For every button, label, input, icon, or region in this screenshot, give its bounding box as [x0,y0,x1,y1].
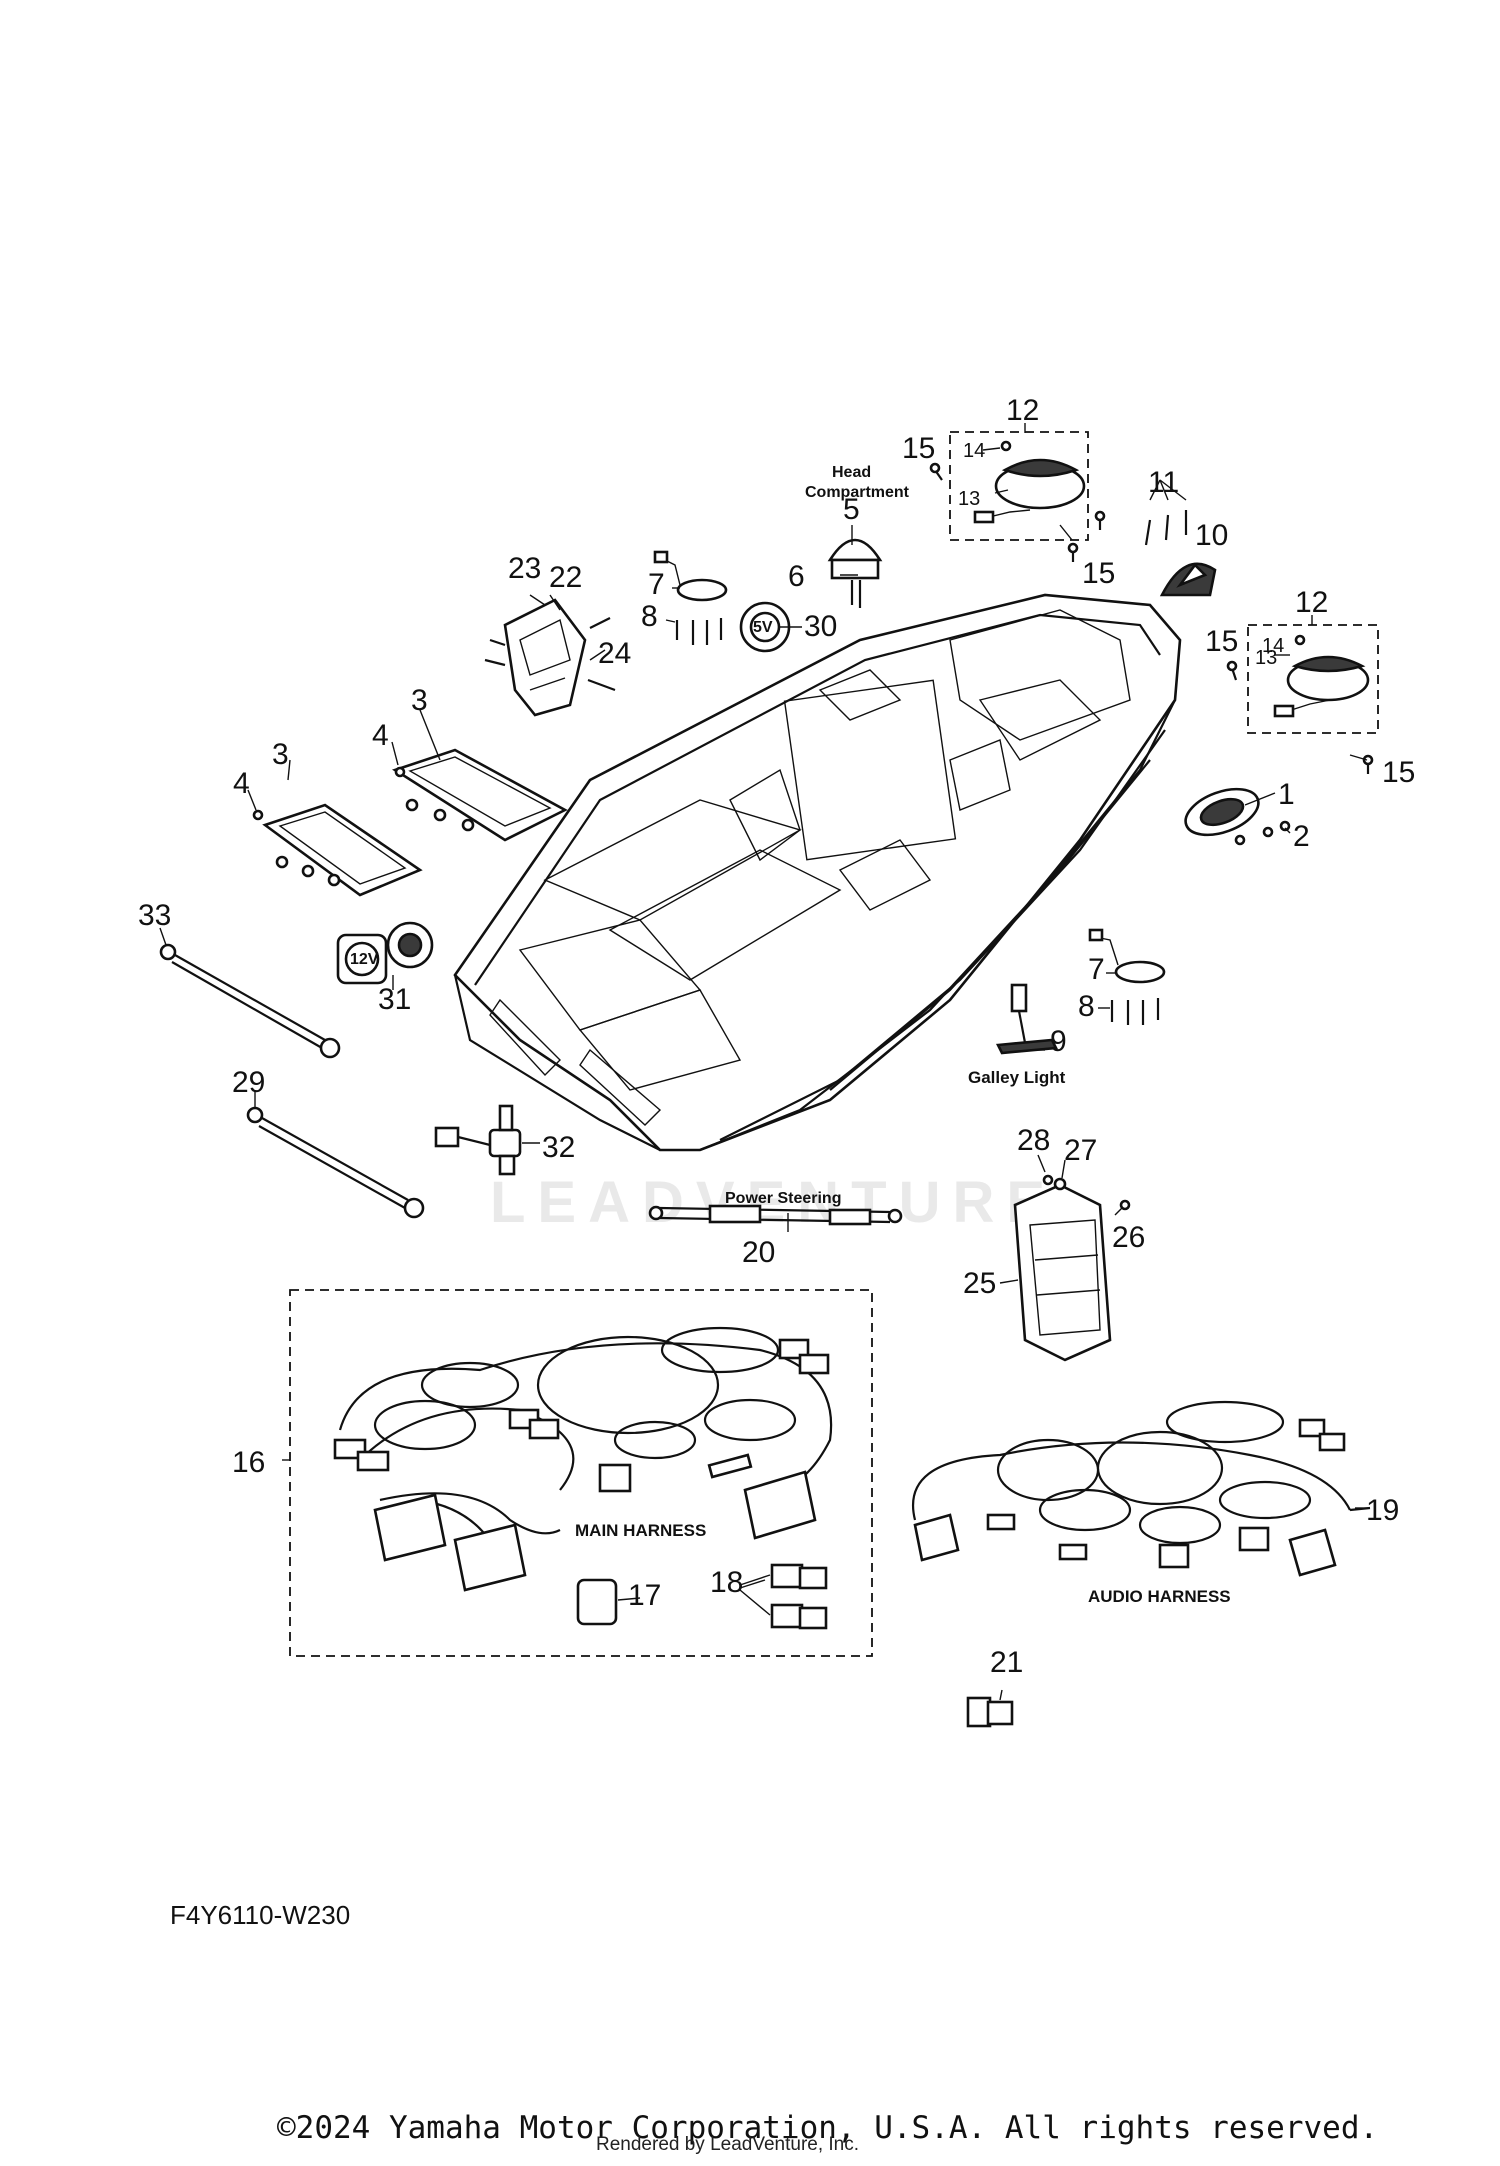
callout-4-left: 4 [233,767,250,800]
callout-4-right: 4 [372,719,389,752]
leader-lines [159,423,1370,1701]
callout-2: 2 [1293,820,1310,853]
callout-24: 24 [598,637,631,670]
diagram-reference-code: F4Y6110-W230 [170,1900,351,1930]
callout-15-right-left: 15 [1205,625,1238,658]
audio-harness-label: AUDIO HARNESS [1088,1587,1231,1606]
callout-29: 29 [232,1066,265,1099]
callout-33: 33 [138,899,171,932]
callout-16: 16 [232,1446,265,1479]
callout-19: 19 [1366,1494,1399,1527]
callout-32: 32 [542,1131,575,1164]
callout-30: 30 [804,610,837,643]
callout-5: 5 [843,493,860,526]
courtesy-light-bottom [1088,928,1166,984]
callout-15-right-right: 15 [1382,756,1415,789]
callout-15-top-right: 15 [1082,557,1115,590]
callout-3-right: 3 [411,684,428,717]
main-harness-kit-box [289,1289,873,1657]
main-harness: MAIN HARNESS [333,1326,833,1630]
callout-31: 31 [378,983,411,1016]
courtesy-light-top [653,550,728,602]
callout-numbers: 1 2 3 3 4 4 5 6 7 7 8 8 9 10 11 12 12 13… [138,394,1415,1679]
power-steering-caption: Power Steering [725,1190,841,1207]
callout-3-left: 3 [272,738,289,771]
callout-17: 17 [628,1579,661,1612]
connector-21 [966,1696,1014,1728]
callout-14-right: 14 [1262,635,1284,657]
callout-28: 28 [1017,1124,1050,1157]
callout-13-top: 13 [958,488,980,510]
sensor-32 [434,1104,522,1176]
switch-panel-22 [484,598,616,717]
dome-light-kit-box-top [949,431,1089,541]
callout-27: 27 [1064,1134,1097,1167]
callout-9: 9 [1050,1025,1067,1058]
callout-13-right: 13 [1255,647,1277,669]
screw-icons-8-bottom [1110,998,1160,1025]
connector-18a [770,1563,804,1589]
dome-light-right [1273,634,1370,718]
callout-26: 26 [1112,1221,1145,1254]
rendered-by-notice: Rendered by LeadVenture, Inc. [596,2134,860,2155]
galley-light [995,983,1059,1055]
callout-25: 25 [963,1267,996,1300]
callout-6: 6 [788,560,805,593]
callout-8-top: 8 [641,600,658,633]
speaker-1 [1184,787,1260,837]
callout-8-bottom: 8 [1078,990,1095,1023]
callout-12-right: 12 [1295,586,1328,619]
power-steering-cable [648,1204,903,1226]
main-harness-label: MAIN HARNESS [575,1521,706,1540]
head-compartment-caption-2: Compartment [805,484,910,501]
callout-11: 11 [1148,466,1179,499]
connector-18b [770,1603,804,1629]
head-compartment-caption-1: Head [832,464,871,481]
cover-10 [1159,562,1217,597]
copyright-notice: ©2024 Yamaha Motor Corporation, U.S.A. A… [277,2110,1379,2146]
usb-socket-30: 5V [739,601,791,653]
callout-18: 18 [710,1566,743,1599]
audio-harness: AUDIO HARNESS [912,1400,1371,1606]
watermark: LEADVENTURE [490,1170,1057,1235]
usb-socket-label: 5V [753,619,773,636]
battery-cable-29 [246,1106,425,1219]
callout-12-top: 12 [1006,394,1039,427]
screw-icons-2 [1234,820,1291,846]
power-socket-label: 12V [350,951,379,968]
callout-10: 10 [1195,519,1228,552]
battery-cable-33 [159,943,341,1059]
screw-icons-15 [929,462,1374,774]
boat-hull [453,593,1182,1152]
junction-box-25 [1013,1174,1131,1362]
screw-icons-4 [252,766,406,821]
callout-23: 23 [508,552,541,585]
relay-17 [576,1578,618,1626]
dome-light-top [973,440,1086,524]
power-socket-31: 12V [336,921,434,985]
callout-15-top-left: 15 [902,432,935,465]
callout-21: 21 [990,1646,1023,1679]
callout-1: 1 [1278,778,1295,811]
callout-20: 20 [742,1236,775,1269]
callout-22: 22 [549,561,582,594]
screw-icons-8-top [675,618,723,645]
battery-tray-right [391,748,568,842]
screw-icons-11 [1144,510,1188,546]
callout-7-bottom: 7 [1088,953,1105,986]
battery-tray-left [262,803,423,897]
dome-light-kit-box-right [1247,624,1379,734]
galley-light-caption: Galley Light [968,1068,1066,1087]
callout-14-top: 14 [963,440,985,462]
callout-7-top: 7 [648,568,665,601]
head-compartment-light [827,538,883,608]
